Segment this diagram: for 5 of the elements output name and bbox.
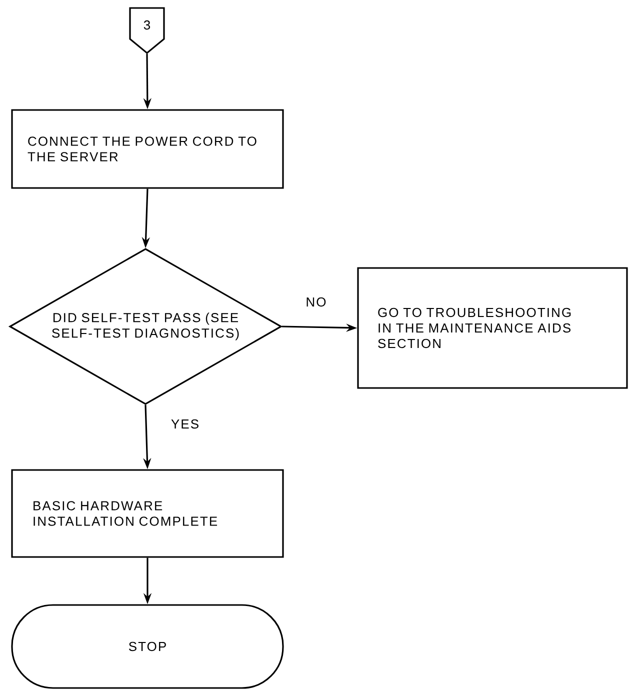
edge-label: YES xyxy=(170,418,200,430)
process-box: CONNECT THE POWER CORD TO THE SERVER xyxy=(11,109,284,189)
process-box: BASIC HARDWARE INSTALLATION COMPLETE xyxy=(11,469,284,558)
edge-label: NO xyxy=(304,296,328,308)
process-box: GO TO TROUBLESHOOTING IN THE MAINTENANCE AIDS SECTION xyxy=(357,267,628,389)
